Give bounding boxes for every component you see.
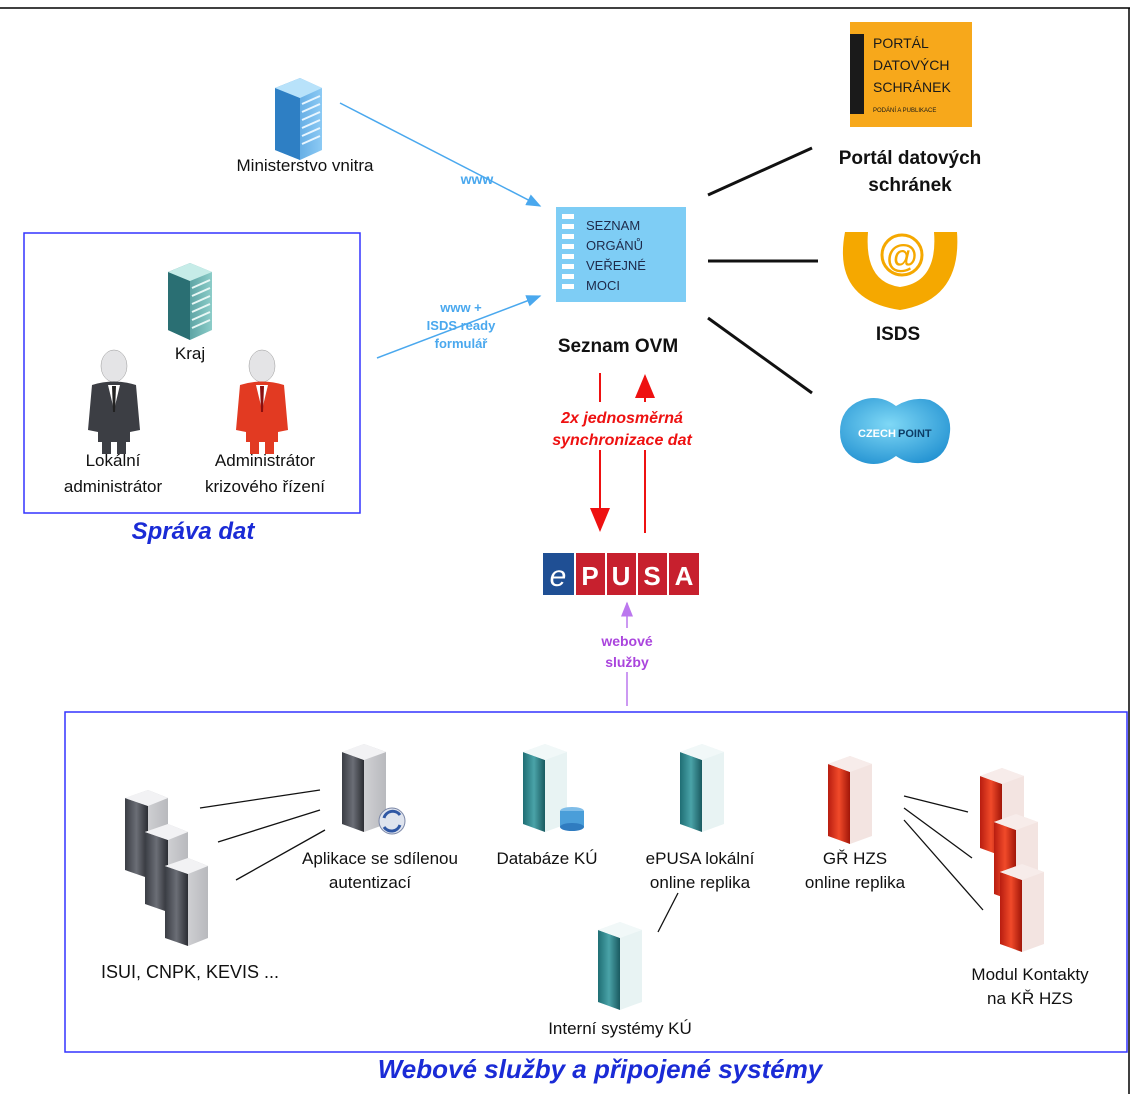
local-admin-person-icon bbox=[88, 349, 140, 454]
ministry-building-icon bbox=[275, 78, 322, 160]
epusa-letter-s: S bbox=[643, 561, 660, 591]
www-isds-line-3: formulář bbox=[435, 336, 489, 351]
gr-hzs-server-icon bbox=[828, 756, 872, 844]
isui-label: ISUI, CNPK, KEVIS ... bbox=[101, 962, 279, 982]
seznam-logo-line-4: MOCI bbox=[586, 278, 620, 293]
kraj-label: Kraj bbox=[175, 344, 205, 363]
czechpoint-text-b: POINT bbox=[898, 428, 932, 440]
server-stack-isui-icon bbox=[125, 790, 208, 946]
shared-auth-server-icon bbox=[342, 744, 406, 835]
sync-label-1: 2x jednosměrná bbox=[560, 410, 683, 427]
czechpoint-logo: CZECH POINT bbox=[840, 398, 951, 464]
database-server-icon bbox=[523, 744, 584, 832]
modul-label-2: na KŘ HZS bbox=[987, 989, 1073, 1008]
local-admin-label-2: administrátor bbox=[64, 477, 163, 496]
portal-title-line-1: Portál datových bbox=[839, 148, 982, 169]
portal-logo-line-2: DATOVÝCH bbox=[873, 57, 950, 73]
aplikace-label-1: Aplikace se sdílenou bbox=[302, 849, 458, 868]
aplikace-label-2: autentizací bbox=[329, 873, 411, 892]
epusa-replica-server-icon bbox=[680, 744, 724, 832]
epusa-replika-label-2: online replika bbox=[650, 873, 751, 892]
www-isds-line-2: ISDS ready bbox=[427, 318, 496, 333]
local-admin-label-1: Lokální bbox=[86, 451, 141, 470]
epusa-letter-a: A bbox=[675, 561, 694, 591]
sync-label-2: synchronizace dat bbox=[552, 432, 692, 449]
seznam-logo-line-2: ORGÁNŮ bbox=[586, 238, 643, 253]
portal-title-line-2: schránek bbox=[868, 175, 952, 196]
epusa-letter-p: P bbox=[581, 561, 598, 591]
modul-label-1: Modul Kontakty bbox=[971, 965, 1089, 984]
webove-sluzby-arrow-label-1: webové bbox=[600, 633, 653, 649]
seznam-logo-line-1: SEZNAM bbox=[586, 218, 640, 233]
svg-text:@: @ bbox=[886, 238, 917, 274]
sprava-dat-title: Správa dat bbox=[132, 518, 256, 545]
seznam-ovm-title: Seznam OVM bbox=[558, 336, 678, 357]
webove-sluzby-frame bbox=[64, 711, 1128, 1053]
isds-label: ISDS bbox=[876, 324, 920, 345]
www-label: www bbox=[460, 171, 494, 187]
portal-datovych-schranek-logo: PORTÁL DATOVÝCH SCHRÁNEK PODÁNÍ A PUBLIK… bbox=[850, 22, 972, 127]
epusa-replika-label-1: ePUSA lokální bbox=[646, 849, 755, 868]
isds-logo-icon: @ bbox=[842, 232, 958, 310]
epusa-letter-e: e bbox=[550, 560, 567, 593]
ministry-label: Ministerstvo vnitra bbox=[237, 156, 375, 175]
seznam-logo-line-3: VEŘEJNÉ bbox=[586, 258, 646, 273]
crisis-admin-label-2: krizového řízení bbox=[205, 477, 325, 496]
databaze-label: Databáze KÚ bbox=[496, 849, 597, 868]
webove-sluzby-title: Webové služby a připojené systémy bbox=[378, 1054, 824, 1084]
interni-label: Interní systémy KÚ bbox=[548, 1019, 692, 1038]
sprava-dat-frame bbox=[23, 232, 361, 514]
crisis-admin-person-icon bbox=[236, 349, 288, 454]
epusa-letter-u: U bbox=[612, 561, 631, 591]
kraj-building-icon bbox=[168, 263, 212, 340]
www-isds-line-1: www + bbox=[439, 300, 482, 315]
czechpoint-text-a: CZECH bbox=[858, 428, 896, 440]
crisis-admin-label-1: Administrátor bbox=[215, 451, 315, 470]
modul-kontakty-server-stack-icon bbox=[980, 768, 1044, 952]
gr-hzs-label-2: online replika bbox=[805, 873, 906, 892]
internal-systems-server-icon bbox=[598, 922, 642, 1010]
portal-logo-line-3: SCHRÁNEK bbox=[873, 79, 951, 95]
gr-hzs-label-1: GŘ HZS bbox=[823, 849, 887, 868]
portal-logo-line-4: PODÁNÍ A PUBLIKACE bbox=[873, 107, 936, 114]
seznam-ovm-logo: SEZNAM ORGÁNŮ VEŘEJNÉ MOCI bbox=[556, 207, 686, 302]
webove-sluzby-arrow-label-2: služby bbox=[605, 654, 649, 670]
portal-logo-line-1: PORTÁL bbox=[873, 35, 929, 51]
epusa-logo: e P U S A bbox=[543, 553, 699, 595]
